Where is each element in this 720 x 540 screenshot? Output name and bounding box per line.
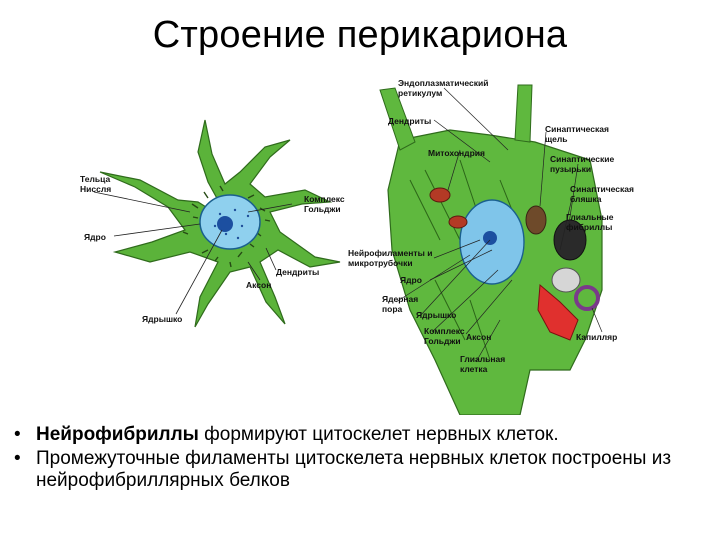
- label-synaptic-cleft: Синаптическая щель: [545, 124, 609, 144]
- bullet-text: формируют цитоскелет нервных клеток.: [198, 424, 559, 445]
- neuron-illustration-left: [93, 119, 341, 328]
- neuron-diagram-left: Тельца Ниссля Комплекс Гольджи Ядро Денд…: [80, 112, 380, 332]
- label-synaptic-plaque: Синаптическая бляшка: [570, 184, 634, 204]
- label-golgi-complex: Комплекс Гольджи: [304, 194, 345, 214]
- label-glial-cell: Глиальная клетка: [460, 354, 506, 374]
- label-nuclear-pore: Ядерная пора: [382, 294, 419, 314]
- label-glial-fibrils: Глиальные фибриллы: [566, 212, 614, 232]
- label-synaptic-vesicles: Синаптические пузырьки: [550, 154, 615, 174]
- label-mitochondria: Митохондрия: [428, 148, 485, 158]
- label-nissl-bodies: Тельца Ниссля: [80, 174, 112, 194]
- label-neurofilaments: Нейрофиламенты и микротрубочки: [348, 248, 433, 268]
- bullet-marker: •: [14, 448, 21, 469]
- label-axon: Аксон: [246, 280, 272, 290]
- bullet-bold-term: Нейрофибриллы: [36, 424, 199, 445]
- slide-title: Строение перикариона: [152, 14, 568, 56]
- bullet-text: Промежуточные филаменты цитоскелета нерв…: [36, 448, 672, 491]
- label-capillary: Капилляр: [576, 332, 618, 342]
- bullet-list: • Нейрофибриллы формируют цитоскелет нер…: [14, 424, 714, 494]
- label-nucleus-right: Ядро: [400, 275, 422, 285]
- label-nucleus: Ядро: [84, 232, 106, 242]
- label-nucleolus-right: Ядрышко: [416, 310, 457, 320]
- label-dendrites-right: Дендриты: [388, 116, 432, 126]
- label-golgi-right: Комплекс Гольджи: [424, 326, 465, 346]
- label-nucleolus: Ядрышко: [142, 314, 183, 324]
- neuron-diagram-right: Эндоплазматический ретикулум Дендриты Ми…: [340, 70, 640, 416]
- bullet-marker: •: [14, 424, 21, 445]
- label-axon-right: Аксон: [466, 332, 492, 342]
- label-endoplasmic-reticulum: Эндоплазматический ретикулум: [398, 78, 489, 98]
- neuron-illustration-right: [379, 84, 603, 416]
- bullet-item: • Промежуточные филаменты цитоскелета не…: [14, 448, 714, 492]
- bullet-item: • Нейрофибриллы формируют цитоскелет нер…: [14, 424, 714, 446]
- label-dendrites: Дендриты: [276, 267, 320, 277]
